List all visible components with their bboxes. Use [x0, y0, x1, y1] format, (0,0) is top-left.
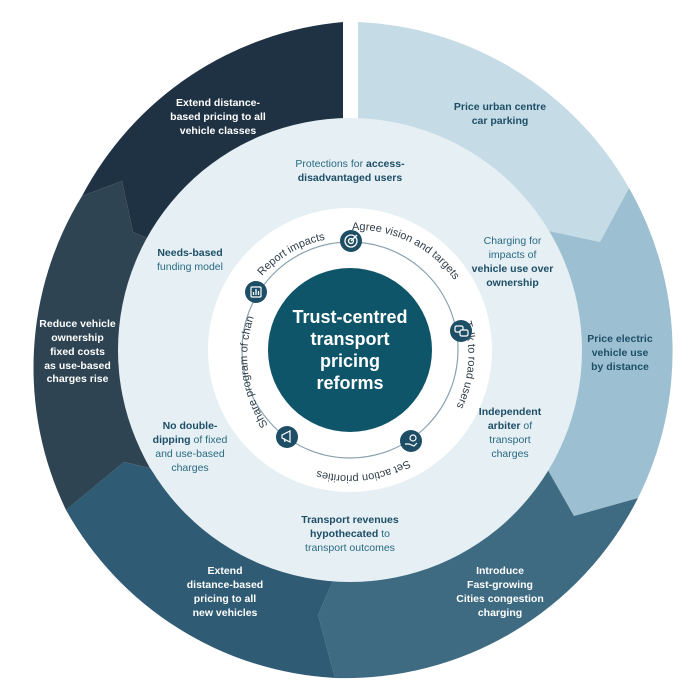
label-protections: Protections for access- disadvantaged us…	[295, 158, 405, 184]
chat-icon	[450, 320, 472, 342]
label-reduce-costs: Reduce vehicle ownership fixed costs as …	[39, 318, 116, 386]
label-revenues-hypothecated: Transport revenues hypothecated to trans…	[301, 514, 399, 554]
label-extend-all-classes: Extend distance- based pricing to all ve…	[170, 97, 266, 137]
center-title: Trust-centred transport pricing reforms	[292, 307, 408, 393]
target-icon	[340, 230, 362, 252]
hand-coin-icon	[400, 430, 422, 452]
segment-extend-new	[66, 462, 350, 678]
label-independent-arbiter: Independent arbiter of transport charges	[478, 406, 542, 460]
label-charging-impacts: Charging for impacts of vehicle use over…	[471, 235, 554, 289]
label-needs-based: Needs-based funding model	[157, 247, 223, 273]
megaphone-icon	[276, 426, 298, 448]
segment-price-parking	[358, 22, 629, 242]
label-congestion: Introduce Fast-growing Cities congestion…	[456, 565, 544, 619]
segment-price-ev	[535, 188, 673, 516]
segment-congestion	[318, 465, 638, 679]
label-price-parking: Price urban centre car parking	[453, 101, 547, 127]
segment-extend-all-classes	[82, 22, 343, 248]
report-icon	[245, 281, 267, 303]
label-extend-new: Extend distance-based pricing to all new…	[186, 565, 264, 619]
label-no-double-dipping: No double- dipping of fixed and use-base…	[152, 420, 228, 474]
label-price-ev: Price electric vehicle use by distance	[587, 333, 653, 373]
center-circle	[268, 268, 432, 432]
